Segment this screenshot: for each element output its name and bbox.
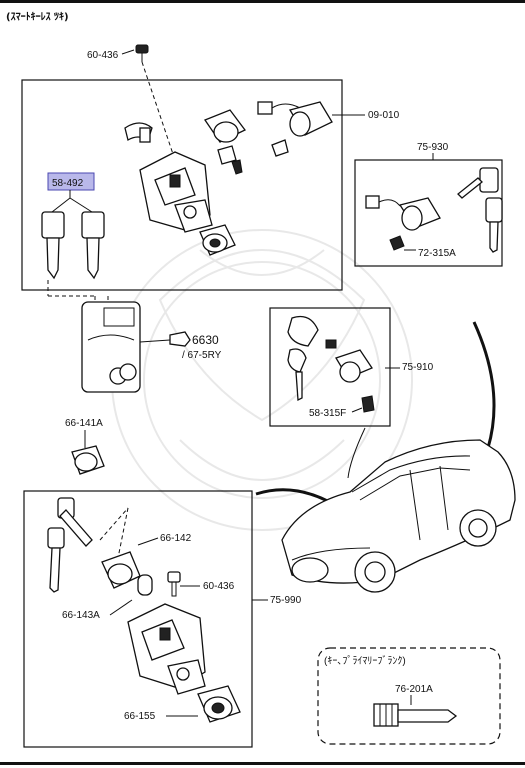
label-blank-group: (ｷｰ､ﾌﾟﾗｲﾏﾘｰﾌﾞﾗﾝｸ) <box>324 655 406 667</box>
spring-66-143A <box>137 574 153 596</box>
label-60-436-bottom: 60-436 <box>203 581 235 592</box>
box-75-910 <box>269 307 391 427</box>
screw-60-436-bottom <box>167 571 181 597</box>
key-75-930-lower <box>485 197 503 253</box>
key-75-930-upper <box>457 167 499 199</box>
ignition-switch-body-top <box>139 151 213 233</box>
label-75-990: 75-990 <box>270 595 302 606</box>
key-75-990-upper <box>57 497 93 547</box>
label-75-930: 75-930 <box>417 142 449 153</box>
cylinder-66-155 <box>197 685 241 723</box>
door-lock-cylinder-top <box>204 109 246 175</box>
watermark-emblem <box>111 229 413 531</box>
label-6630[interactable]: 6630 <box>192 333 219 347</box>
key-58-492-right <box>81 211 105 280</box>
key-75-910 <box>287 315 319 402</box>
label-66-143A: 66-143A <box>62 610 100 621</box>
top-rule <box>0 0 525 3</box>
hand-pointer-icon <box>169 331 191 347</box>
label-58-492[interactable]: 58-492 <box>52 178 84 189</box>
car-illustration <box>281 439 516 593</box>
screw-60-436-top <box>135 44 149 62</box>
label-75-910: 75-910 <box>402 362 434 373</box>
smart-key-card-6630 <box>81 301 141 393</box>
arrow-to-trunk <box>472 321 496 449</box>
trunk-cylinder-75-930 <box>365 195 441 251</box>
ring-sensor-top <box>124 122 153 143</box>
page-header: (ｽﾏｰﾄｷｰﾚｽ ﾂｷ) <box>6 11 69 23</box>
label-72-315A: 72-315A <box>418 248 456 259</box>
label-66-141A: 66-141A <box>65 418 103 429</box>
label-58-315F: 58-315F <box>309 408 346 419</box>
label-60-436-top: 60-436 <box>87 50 119 61</box>
ring-66-141A <box>71 445 105 475</box>
label-66-155: 66-155 <box>124 711 156 722</box>
lock-cylinder-75-910 <box>325 339 375 413</box>
key-75-990-lower <box>47 527 65 593</box>
blank-key-76-201A <box>373 703 458 727</box>
key-58-492-left <box>41 211 65 280</box>
ignition-cylinder-top <box>199 224 236 256</box>
box-key-blank <box>317 647 501 745</box>
label-76-201A: 76-201A <box>395 684 433 695</box>
label-09-010: 09-010 <box>368 110 400 121</box>
ignition-switch-body-bottom <box>127 603 206 695</box>
trunk-cylinder-top <box>257 101 333 157</box>
highlight-58-492 <box>47 172 95 191</box>
bottom-rule <box>0 762 525 765</box>
ignition-set-box <box>21 79 343 291</box>
ring-66-142 <box>101 551 141 589</box>
label-66-142: 66-142 <box>160 533 192 544</box>
label-6630-sub: / 67-5RY <box>182 350 222 361</box>
box-75-990 <box>23 490 253 748</box>
